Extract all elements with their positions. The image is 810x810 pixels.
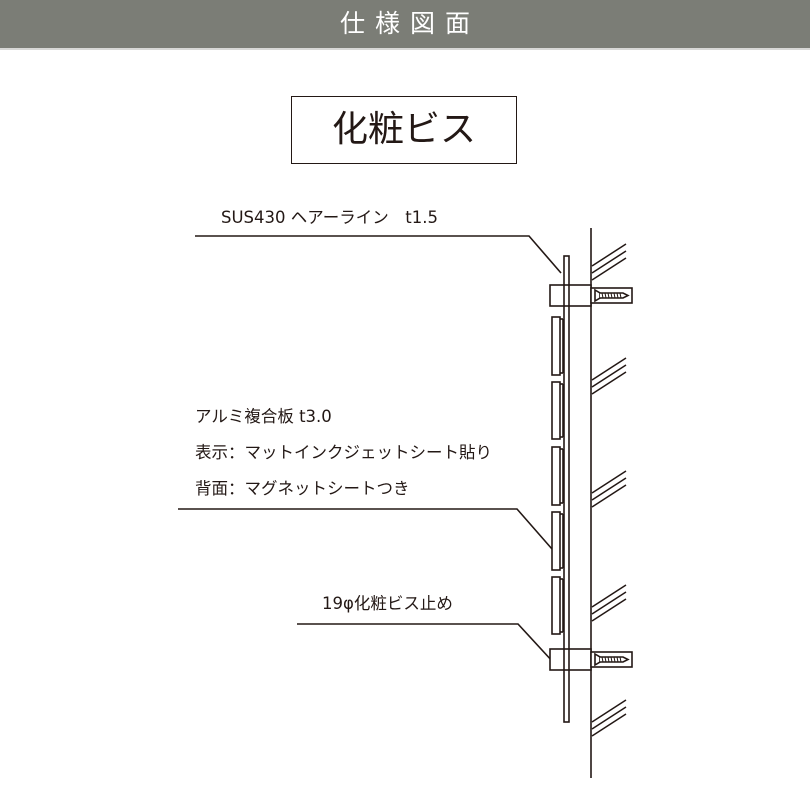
hatch-group (591, 699, 627, 737)
screw-leader-line (297, 623, 554, 663)
screw-spec-label: 19φ化粧ビス止め (322, 594, 453, 613)
leader-lines (178, 235, 562, 663)
hatch-group (591, 243, 627, 281)
panel-segment (551, 381, 564, 440)
plate-spec-label: SUS430 ヘアーライン t1.5 (221, 208, 438, 227)
panel-segment (551, 446, 564, 506)
standoff-spacer-top (549, 284, 592, 307)
panel-display-label: 表示：マットインクジェットシート貼り (195, 443, 492, 462)
hatch-group (591, 357, 627, 395)
product-title-box: 化粧ビス (291, 96, 517, 164)
page-title: 仕様図面 (339, 9, 480, 38)
product-title: 化粧ビス (331, 109, 476, 150)
panel-spec-label: アルミ複合板 t3.0 (195, 407, 332, 426)
plate-leader-line (195, 235, 562, 274)
panel-segment (551, 576, 564, 635)
wood-screw-bottom (590, 651, 633, 668)
header-divider (0, 48, 810, 50)
panel-segment (551, 316, 564, 376)
wood-screw-top (590, 287, 633, 304)
panel-segment (551, 511, 564, 571)
header-bar: 仕様図面 (0, 0, 810, 48)
hatch-group (591, 470, 627, 508)
panel-leader-line (178, 508, 553, 550)
panel-back-label: 背面：マグネットシートつき (195, 479, 410, 498)
standoff-spacer-bottom (549, 648, 592, 671)
aluminum-panels (551, 316, 564, 635)
stainless-plate (563, 255, 570, 723)
wall-hatching (591, 243, 627, 737)
hatch-group (591, 584, 627, 622)
